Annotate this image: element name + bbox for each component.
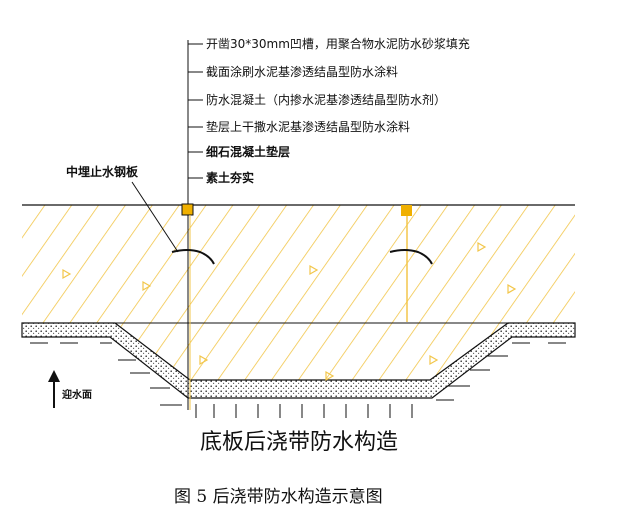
layer-label-4: 垫层上干撒水泥基渗透结晶型防水涂料: [206, 119, 410, 134]
water-side-label: 迎水面: [62, 388, 92, 401]
layer-label-3: 防水混凝土（内掺水泥基渗透结晶型防水剂）: [206, 92, 446, 107]
layer-label-6: 素土夯实: [206, 170, 254, 185]
steel-plate-right: [389, 249, 433, 265]
diagram-title: 底板后浇带防水构造: [200, 430, 398, 455]
groove-marker-left: [181, 203, 194, 216]
groove-marker-right: [401, 205, 412, 216]
steel-plate-label: 中埋止水钢板: [66, 164, 139, 179]
aggregate-triangles: [62, 241, 517, 382]
concrete-slab: [22, 205, 575, 380]
layer-label-2: 截面涂刷水泥基渗透结晶型防水涂料: [206, 64, 398, 79]
arrow-up-icon: [48, 370, 60, 408]
soil-hatching: [30, 342, 566, 418]
layer-label-5: 细石混凝土垫层: [206, 144, 290, 159]
leader-lines: [187, 40, 203, 204]
figure-caption: 图 5 后浇带防水构造示意图: [174, 487, 383, 507]
steel-plate-left: [171, 249, 215, 265]
layer-label-1: 开凿30*30mm凹槽，用聚合物水泥防水砂浆填充: [206, 36, 470, 51]
steel-plate-leader: [131, 181, 179, 253]
